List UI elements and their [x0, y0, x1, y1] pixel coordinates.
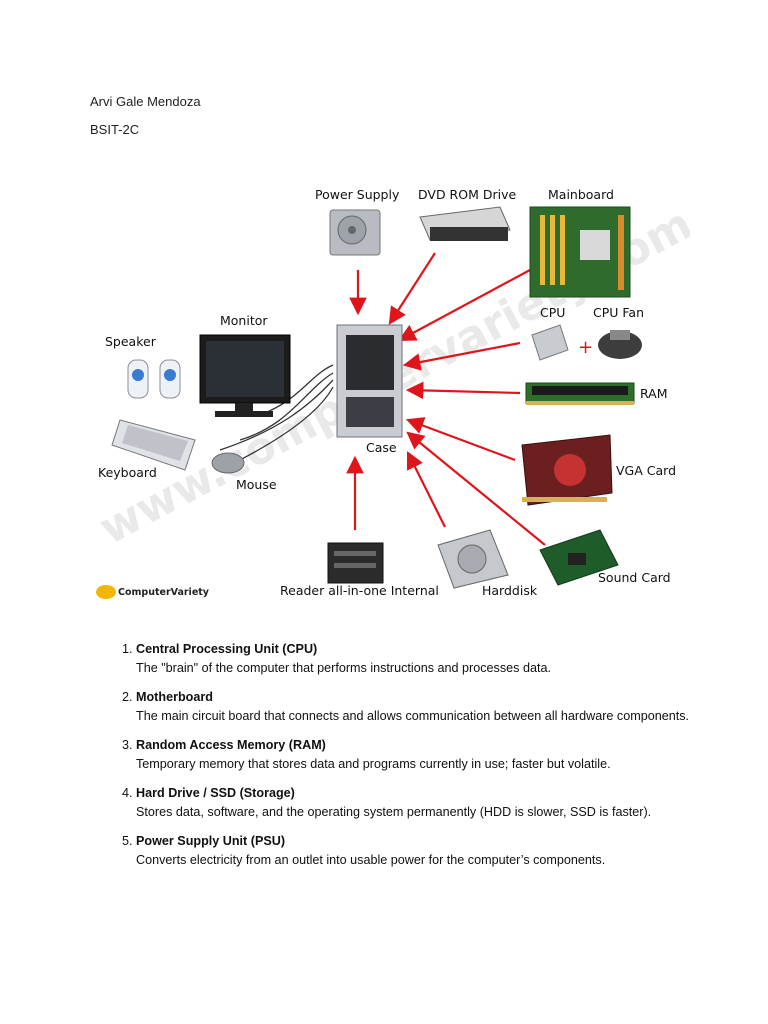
- label-cpu-fan: CPU Fan: [593, 305, 644, 320]
- speaker-image: [127, 359, 181, 399]
- item-term: Central Processing Unit (CPU): [136, 642, 318, 656]
- card-reader-image: [327, 542, 384, 584]
- computervariety-logo: ComputerVariety: [96, 585, 210, 599]
- arrow-sound: [406, 431, 546, 546]
- cpu-image: [531, 324, 569, 361]
- arrow-mainboard: [398, 269, 531, 342]
- list-item: Hard Drive / SSD (Storage) Stores data, …: [136, 784, 736, 822]
- list-item: Random Access Memory (RAM) Temporary mem…: [136, 736, 736, 774]
- list-item: Power Supply Unit (PSU) Converts electri…: [136, 832, 736, 870]
- label-mouse: Mouse: [236, 477, 277, 492]
- ram-image: [525, 382, 635, 405]
- item-term: Hard Drive / SSD (Storage): [136, 786, 295, 800]
- cables: [219, 364, 334, 466]
- vga-card-image: [521, 434, 613, 506]
- label-case: Case: [366, 440, 397, 455]
- label-dvd: DVD ROM Drive: [418, 187, 516, 202]
- cpu-fan-image: [598, 330, 642, 359]
- item-description: Converts electricity from an outlet into…: [136, 853, 606, 867]
- svg-text:ComputerVariety: ComputerVariety: [118, 587, 210, 598]
- label-sound: Sound Card: [598, 570, 671, 585]
- case-image: [336, 324, 403, 438]
- arrow-vga: [405, 417, 516, 462]
- arrow-harddisk: [407, 451, 446, 528]
- item-description: The main circuit board that connects and…: [136, 709, 690, 723]
- power-supply-image: [329, 209, 381, 256]
- item-term: Motherboard: [136, 690, 213, 704]
- label-keyboard: Keyboard: [98, 465, 157, 480]
- label-power-supply: Power Supply: [315, 187, 400, 202]
- list-item: Motherboard The main circuit board that …: [136, 688, 736, 726]
- monitor-image: [199, 334, 291, 417]
- arrow-ram: [405, 381, 521, 400]
- list-item: Central Processing Unit (CPU) The "brain…: [136, 640, 736, 678]
- label-reader: Reader all-in-one Internal: [280, 583, 439, 598]
- label-mainboard: Mainboard: [548, 187, 614, 202]
- mainboard-image: [529, 206, 631, 298]
- author-name: Arvi Gale Mendoza: [90, 94, 201, 109]
- label-harddisk: Harddisk: [482, 583, 538, 598]
- keyboard-image: [111, 419, 196, 471]
- plus-sign: +: [578, 337, 593, 358]
- label-monitor: Monitor: [220, 313, 268, 328]
- item-term: Power Supply Unit (PSU): [136, 834, 286, 848]
- label-speaker: Speaker: [105, 334, 157, 349]
- item-term: Random Access Memory (RAM): [136, 738, 326, 752]
- class-section: BSIT-2C: [90, 122, 140, 137]
- item-description: Stores data, software, and the operating…: [136, 805, 652, 819]
- dvd-drive-image: [419, 206, 511, 241]
- computer-components-diagram: www.computervariety.com Power Supply DVD…: [91, 187, 690, 599]
- mouse-image: [211, 452, 245, 474]
- item-description: The "brain" of the computer that perform…: [136, 661, 551, 675]
- arrow-dvd: [388, 252, 436, 325]
- connection-arrows: [346, 252, 546, 546]
- label-cpu: CPU: [540, 305, 565, 320]
- components-list: Central Processing Unit (CPU) The "brain…: [90, 640, 736, 880]
- arrow-cpu: [402, 341, 521, 371]
- label-vga: VGA Card: [616, 463, 676, 478]
- item-description: Temporary memory that stores data and pr…: [136, 757, 611, 771]
- harddisk-image: [437, 529, 509, 589]
- sound-card-image: [539, 529, 619, 586]
- label-ram: RAM: [640, 386, 668, 401]
